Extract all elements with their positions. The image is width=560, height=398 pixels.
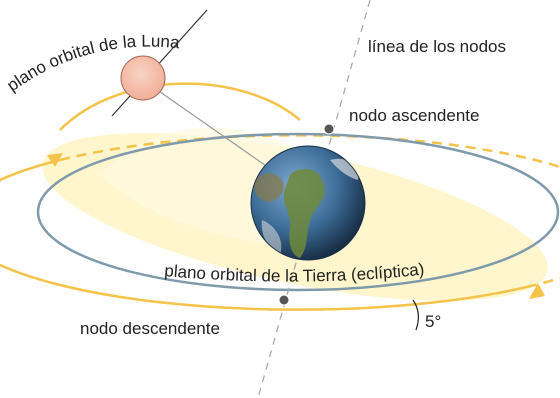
moon-plane-highlight xyxy=(100,127,300,250)
inclination-label: 5° xyxy=(425,312,441,331)
line-of-nodes xyxy=(257,0,371,398)
descending-node-marker xyxy=(278,294,290,306)
ascending-node-marker xyxy=(323,123,335,135)
moon-orbit-near xyxy=(0,158,536,311)
inclination-arc xyxy=(412,299,419,331)
earth-orbit xyxy=(36,132,560,292)
orbit-arrow-left-icon xyxy=(47,153,63,167)
ascending-node-label: nodo ascendente xyxy=(349,106,479,125)
descending-node-label: nodo descendente xyxy=(80,319,220,338)
orbit-arrow-right-icon xyxy=(529,283,545,299)
earth xyxy=(250,145,366,261)
line-of-nodes-label: línea de los nodos xyxy=(368,37,506,56)
moon xyxy=(120,55,166,101)
moon-orbit-upper xyxy=(59,82,301,131)
moon-earth-line xyxy=(142,79,273,171)
